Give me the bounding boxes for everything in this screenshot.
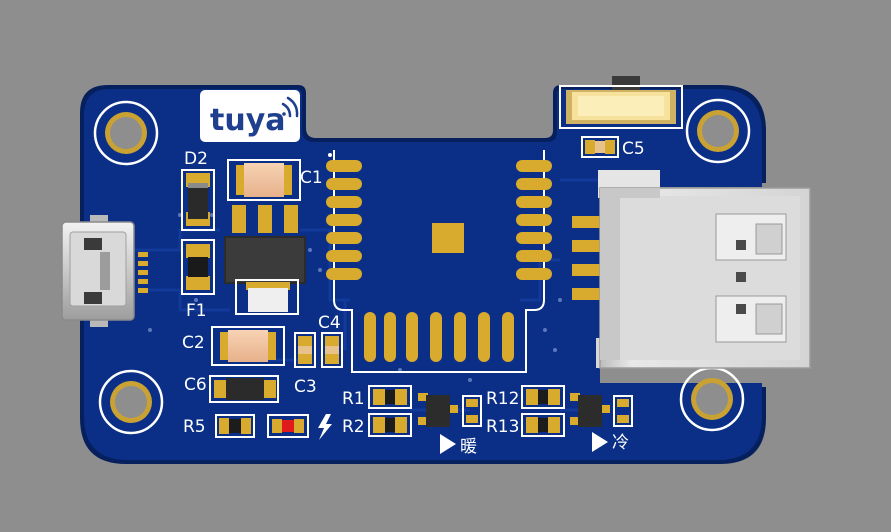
lightning-icon bbox=[318, 414, 332, 440]
capacitor-c6 bbox=[209, 375, 279, 403]
label-r1: R1 bbox=[342, 389, 365, 409]
mounting-hole-icon bbox=[98, 369, 164, 435]
resistor-r13 bbox=[521, 413, 565, 437]
resistor-r2 bbox=[368, 413, 412, 437]
capacitor-c1 bbox=[227, 159, 301, 201]
play-arrow-icon bbox=[440, 434, 456, 454]
capacitor-c5 bbox=[581, 136, 619, 158]
mounting-hole-icon bbox=[679, 366, 745, 432]
label-d2: D2 bbox=[184, 149, 208, 169]
label-c1: C1 bbox=[300, 168, 323, 188]
mosfet-warm bbox=[418, 393, 458, 427]
capacitor-c3 bbox=[294, 332, 316, 368]
tactile-switch[interactable] bbox=[559, 76, 683, 129]
capacitor-c4 bbox=[321, 332, 343, 368]
resistor-r5 bbox=[215, 414, 255, 438]
capacitor-warm bbox=[462, 395, 482, 427]
capacitor-c2 bbox=[211, 326, 285, 366]
wifi-signal-icon bbox=[281, 96, 299, 118]
label-c3: C3 bbox=[294, 377, 317, 397]
label-warm: 暖 bbox=[460, 437, 477, 457]
wifi-module bbox=[326, 150, 552, 373]
regulator-ic bbox=[224, 205, 306, 315]
micro-usb-connector-icon bbox=[61, 215, 148, 327]
diode-d2 bbox=[181, 169, 215, 231]
mounting-hole-icon bbox=[93, 100, 159, 166]
tuya-logo: tuya bbox=[200, 90, 300, 142]
status-led bbox=[267, 414, 309, 438]
label-c5: C5 bbox=[622, 139, 645, 159]
capacitor-cold bbox=[613, 395, 633, 427]
label-r12: R12 bbox=[486, 389, 519, 409]
label-cold: 冷 bbox=[612, 433, 629, 453]
logo-text: tuya bbox=[210, 103, 286, 138]
play-arrow-icon bbox=[592, 432, 608, 452]
mosfet-cold bbox=[570, 393, 610, 427]
resistor-r1 bbox=[368, 385, 412, 409]
label-c4: C4 bbox=[318, 313, 341, 333]
mounting-hole-icon bbox=[685, 98, 751, 164]
label-r5: R5 bbox=[183, 417, 206, 437]
usb-a-connector-icon bbox=[572, 170, 811, 369]
label-c6: C6 bbox=[184, 375, 207, 395]
resistor-r12 bbox=[521, 385, 565, 409]
label-f1: F1 bbox=[186, 301, 207, 321]
label-c2: C2 bbox=[182, 333, 205, 353]
label-r2: R2 bbox=[342, 417, 365, 437]
fuse-f1 bbox=[181, 239, 215, 295]
label-r13: R13 bbox=[486, 417, 519, 437]
